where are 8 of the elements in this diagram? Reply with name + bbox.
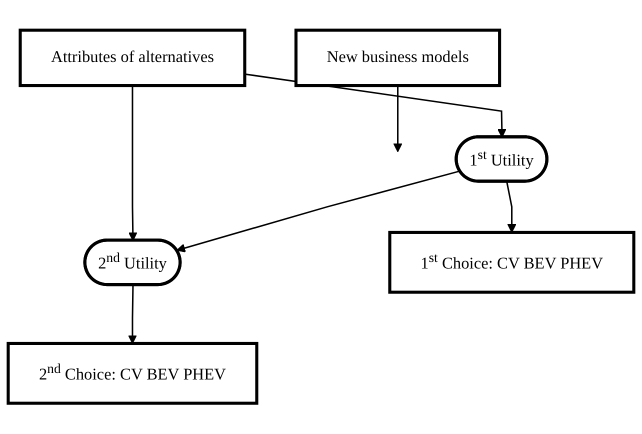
node-box: New business models bbox=[294, 28, 502, 88]
arrow bbox=[128, 285, 137, 344]
arrow bbox=[393, 86, 402, 152]
node-box: Attributes of alternatives bbox=[18, 28, 246, 88]
arrow bbox=[176, 170, 460, 253]
node-box: 2$^{nd}$ Choice: CV BEV PHEV bbox=[6, 342, 258, 406]
node-box: 1$^{st}$ Choice: CV BEV PHEV bbox=[388, 231, 636, 294]
arrow bbox=[506, 182, 516, 234]
